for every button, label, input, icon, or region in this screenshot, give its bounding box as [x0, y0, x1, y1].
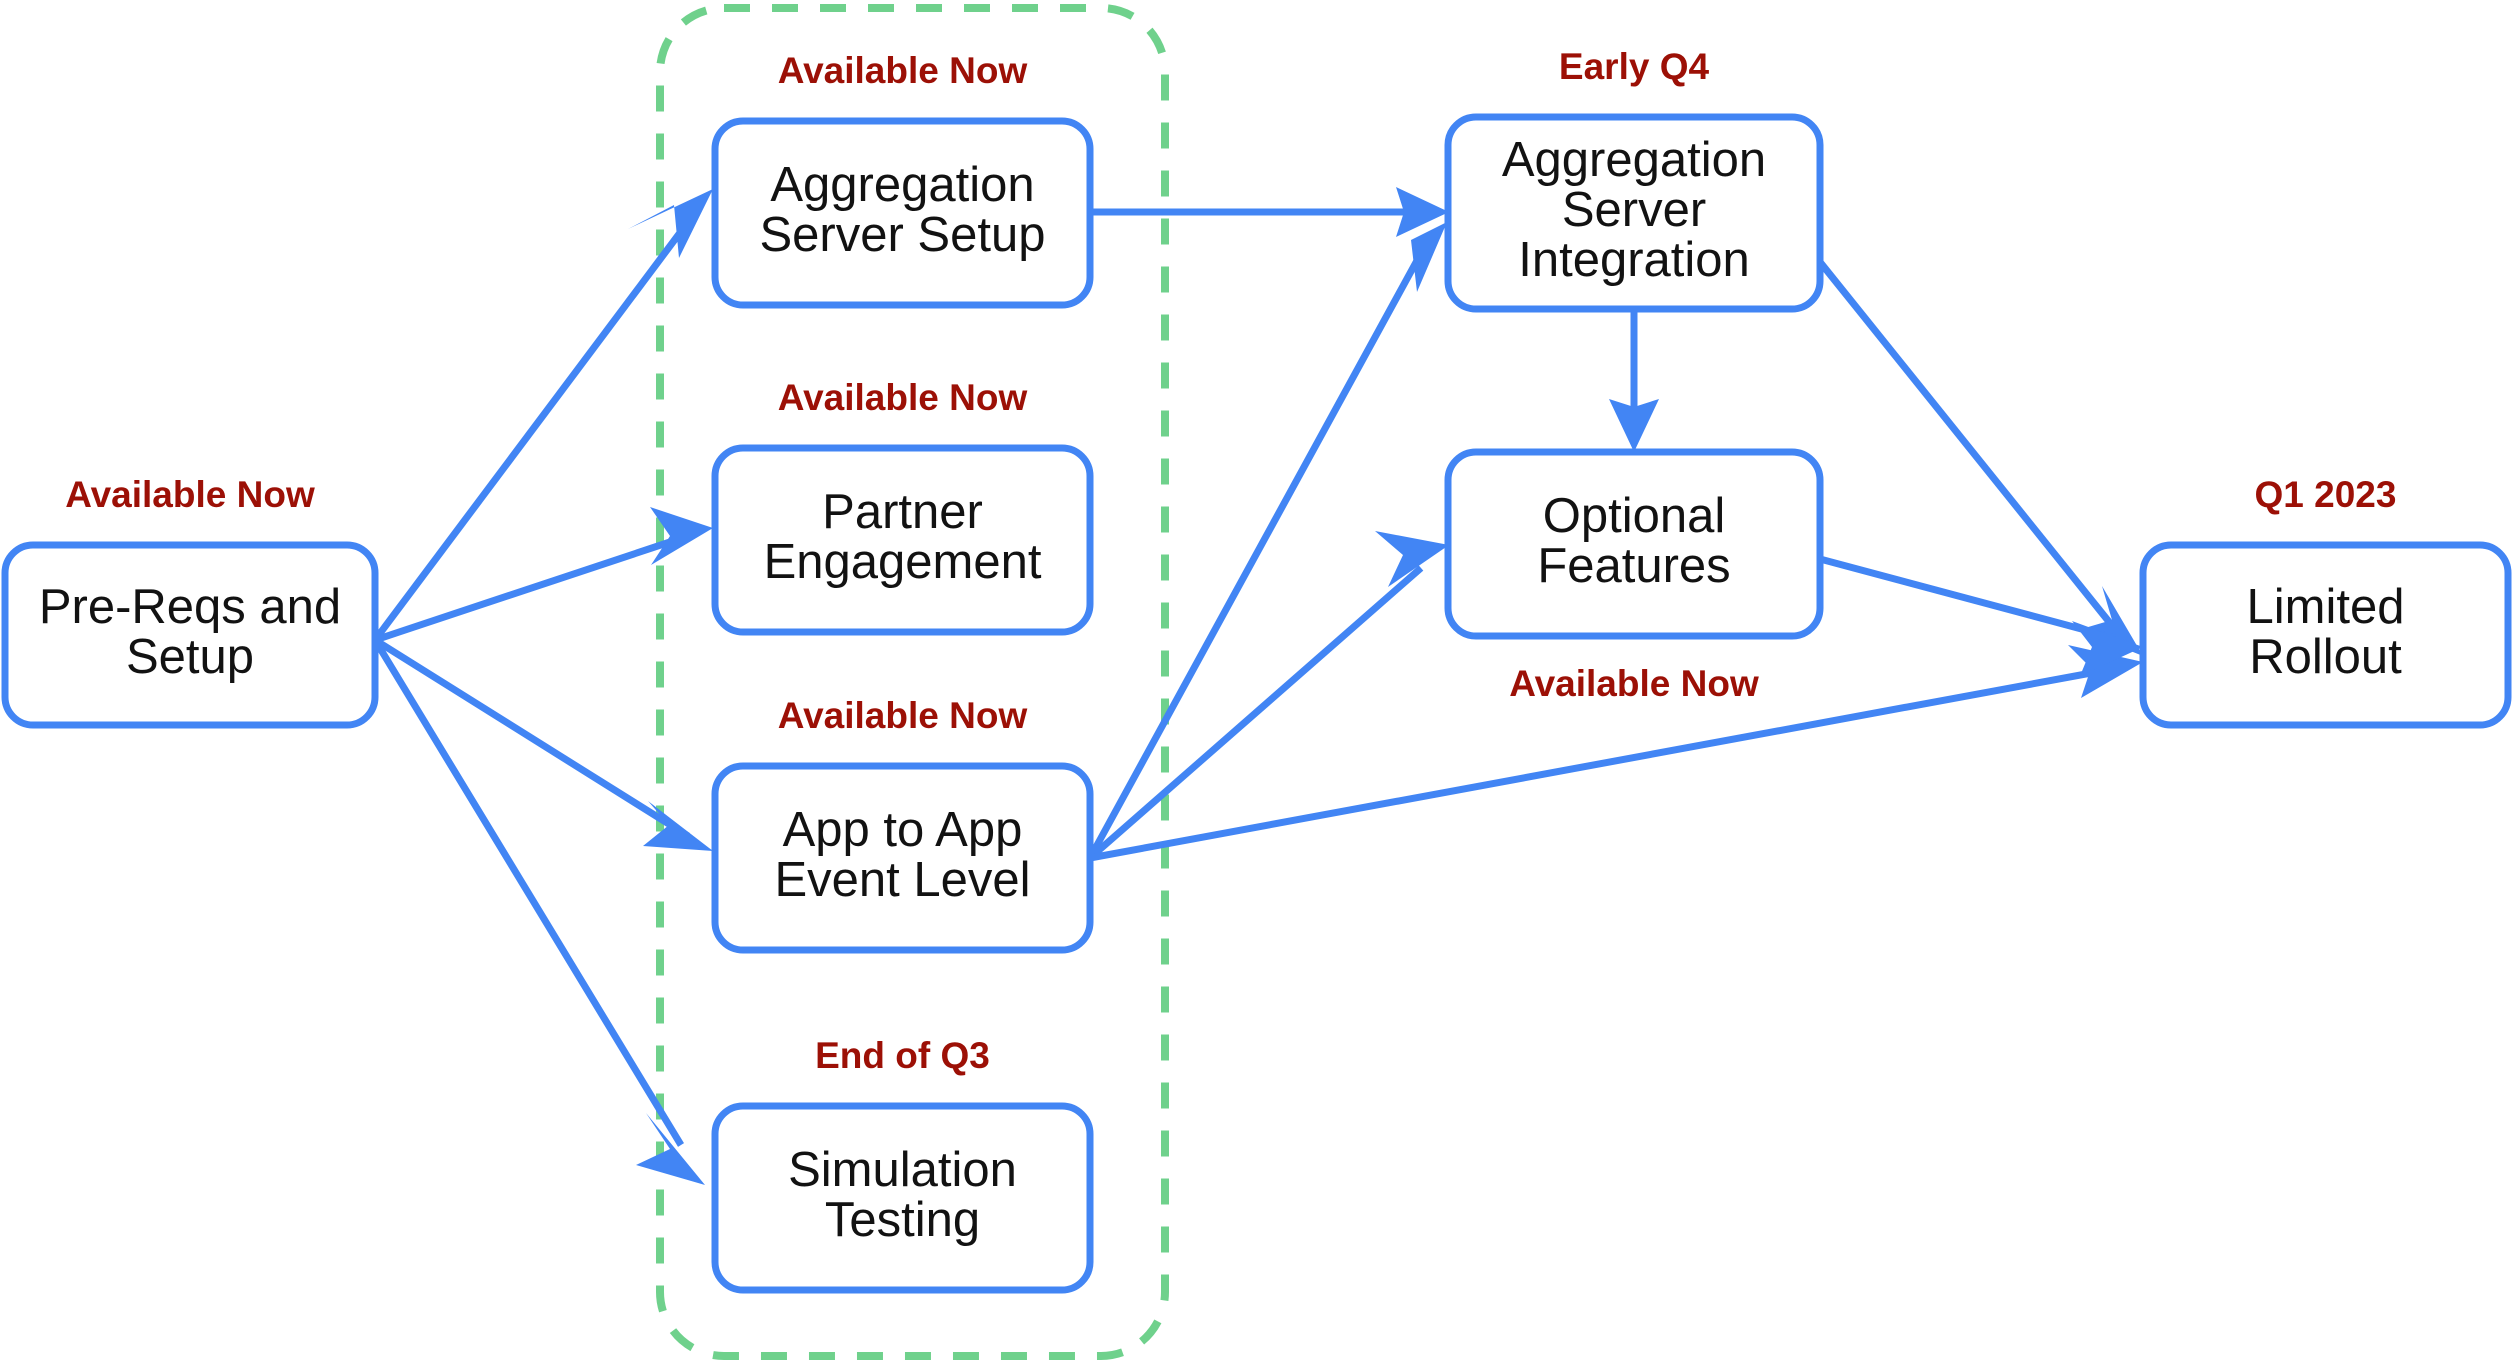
status-badge-partner-engagement: Available Now	[778, 377, 1028, 418]
node-label-line: Pre-Reqs and	[39, 580, 341, 634]
node-label-line: Simulation	[788, 1143, 1017, 1197]
status-badge-aggregation-server-integration: Early Q4	[1559, 46, 1710, 87]
arrowhead	[1396, 187, 1449, 237]
edge-prereqs-to-app-to-app	[373, 637, 713, 851]
node-label-line: Partner	[822, 485, 983, 539]
status-badge-optional-features: Available Now	[1509, 663, 1759, 704]
edge-app-to-app-to-integration	[1086, 222, 1447, 860]
node-box[interactable]	[1444, 113, 1824, 313]
status-badge-app-to-app-event-level: Available Now	[778, 695, 1028, 736]
node-box[interactable]	[711, 444, 1094, 636]
node-label-line: Testing	[825, 1193, 980, 1247]
node-box[interactable]	[1, 541, 379, 729]
node-label-line: Aggregation	[770, 158, 1034, 212]
status-badge-pre-reqs-and-setup: Available Now	[65, 474, 315, 515]
edge-app-to-app-to-limited-rollout	[1089, 645, 2143, 862]
node-label-line: Event Level	[774, 853, 1030, 907]
arrowhead	[1375, 531, 1449, 587]
node-label-line: Server Setup	[760, 208, 1046, 262]
arrowhead	[643, 801, 713, 851]
node-label-line: Optional	[1543, 489, 1726, 543]
status-badge-simulation-testing: End of Q3	[815, 1035, 990, 1076]
node-label-line: Integration	[1518, 233, 1750, 287]
node-label-line: Features	[1537, 539, 1730, 593]
arrowhead	[2078, 586, 2143, 656]
status-badge-aggregation-server-setup: Available Now	[778, 50, 1028, 91]
edge-optional-features-to-limited-rollout	[1819, 555, 2143, 676]
node-label-line: Server	[1562, 183, 1706, 237]
available-now-group-outline	[656, 4, 1169, 1360]
node-box[interactable]	[2139, 541, 2512, 729]
edge-prereqs-to-partner-engagement	[373, 507, 713, 644]
arrowhead	[650, 507, 713, 565]
arrowhead	[636, 1113, 705, 1185]
node-label-line: Aggregation	[1502, 133, 1766, 187]
edge-prereqs-to-simulation-testing	[372, 638, 705, 1185]
node-label-line: App to App	[783, 803, 1023, 857]
node-label-line: Limited	[2247, 580, 2405, 634]
node-label-line: Setup	[126, 630, 254, 684]
arrowhead	[2068, 645, 2143, 698]
node-box[interactable]	[711, 117, 1094, 309]
node-box[interactable]	[1444, 448, 1824, 640]
edges-layer	[372, 187, 2143, 1185]
node-box[interactable]	[711, 762, 1094, 954]
edge-aggregation-setup-to-integration	[1090, 187, 1449, 237]
edge-prereqs-to-aggregation-server-setup	[372, 189, 713, 643]
arrowhead	[628, 189, 713, 258]
status-badge-limited-rollout: Q1 2023	[2255, 474, 2397, 515]
edge-integration-to-limited-rollout	[1817, 259, 2143, 656]
node-label-line: Engagement	[764, 535, 1042, 589]
edge-app-to-app-to-optional-features	[1087, 531, 1449, 861]
arrowhead	[1369, 222, 1447, 292]
node-label-line: Rollout	[2249, 630, 2402, 684]
node-box[interactable]	[711, 1102, 1094, 1294]
arrowhead	[1609, 399, 1659, 452]
edge-integration-to-optional-features	[1609, 309, 1659, 452]
arrowhead	[2072, 621, 2143, 676]
